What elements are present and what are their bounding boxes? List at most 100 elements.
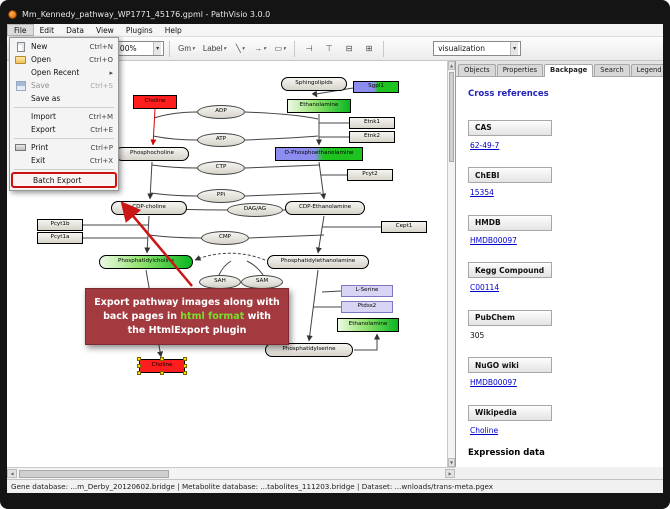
selection-handle[interactable] [183, 364, 187, 368]
pathway-node-sah[interactable]: SAH [199, 275, 241, 289]
pathway-node-etnk2[interactable]: Etnk2 [349, 131, 395, 143]
label-tool[interactable]: Label▾ [200, 40, 229, 58]
canvas-horizontal-scrollbar[interactable]: ◀ ▶ [7, 467, 455, 479]
statusbar-text: Gene database: ...m_Derby_20120602.bridg… [11, 482, 494, 491]
printer-icon [14, 144, 27, 151]
pathway-node-l-serine[interactable]: L-Serine [341, 285, 393, 297]
menubar-item-view[interactable]: View [96, 25, 114, 35]
menu-item-batch-export[interactable]: Batch Export [11, 172, 117, 188]
pathway-node-sphingolipids[interactable]: Sphingolipids [281, 77, 347, 91]
pathway-node-atp[interactable]: ATP [197, 133, 245, 147]
pathway-node-adp[interactable]: ADP [197, 105, 245, 119]
line-tool[interactable]: ╲▾ [231, 40, 249, 58]
menubar-item-edit[interactable]: Edit [39, 25, 55, 35]
canvas-vertical-scrollbar[interactable]: ▲ ▼ [447, 61, 455, 467]
pathway-node-label: Etnk2 [363, 133, 381, 140]
xref-link[interactable]: C00114 [470, 283, 500, 292]
pathway-node-phosphocholine[interactable]: Phosphocholine [115, 147, 189, 161]
pathway-node-cdp-ethanolamine[interactable]: CDP-Ethanolamine [285, 201, 365, 215]
datanode-tool[interactable]: Gm▾ [175, 40, 198, 58]
pathway-node-pcyt1b[interactable]: Pcyt1b [37, 219, 83, 231]
menu-item-label: Open [31, 55, 52, 64]
pathway-node-ppi[interactable]: PPi [197, 189, 245, 203]
pathway-node-choline[interactable]: Choline [133, 95, 177, 109]
visualization-combobox[interactable]: visualization ▾ [433, 41, 522, 56]
zoom-combobox[interactable]: 100% ▾ [110, 41, 165, 56]
tab-legend[interactable]: Legend [630, 64, 663, 76]
menubar-item-help[interactable]: Help [164, 25, 182, 35]
shape-tool[interactable]: ▭▾ [271, 40, 289, 58]
selection-handle[interactable] [137, 364, 141, 368]
selection-handle[interactable] [183, 357, 187, 361]
xref-value: 305 [470, 330, 485, 340]
menubar-item-file[interactable]: File [7, 24, 34, 36]
tab-objects[interactable]: Objects [458, 64, 496, 76]
pathway-node-cept1[interactable]: Cept1 [381, 221, 427, 233]
align-horizontal-button[interactable]: ⊣ [300, 40, 318, 58]
pathway-node-dag-ag[interactable]: DAG/AG [227, 203, 283, 217]
menubar-item-plugins[interactable]: Plugins [125, 25, 153, 35]
menu-item-open-recent[interactable]: Open Recent▸ [11, 66, 117, 79]
selection-handle[interactable] [137, 371, 141, 375]
pathway-node-ethanolamine[interactable]: Ethanolamine [337, 318, 399, 332]
pathway-node-pcyt2[interactable]: Pcyt2 [347, 169, 393, 181]
menubar-item-data[interactable]: Data [66, 25, 85, 35]
menu-separator [14, 138, 114, 139]
pathway-node-phosphatidylethanolamine[interactable]: Phosphatidylethanolamine [267, 255, 369, 269]
xref-title: PubChem [468, 309, 552, 326]
stack-button[interactable]: ⊞ [360, 40, 378, 58]
pathway-node-etnk1[interactable]: Etnk1 [349, 117, 395, 129]
common-size-icon: ⊟ [345, 44, 353, 53]
xref-link[interactable]: 15354 [470, 188, 494, 197]
scroll-up-icon[interactable]: ▲ [448, 61, 455, 70]
pathway-node-cdp-choline[interactable]: CDP-choline [111, 201, 187, 215]
xref-link[interactable]: HMDB00097 [470, 378, 517, 387]
annotation-callout: Export pathway images along with back pa… [85, 288, 289, 346]
selection-handle[interactable] [160, 371, 164, 375]
xref-link[interactable]: HMDB00097 [470, 235, 517, 245]
xref-link[interactable]: Choline [470, 425, 499, 435]
pathway-node-ctp[interactable]: CTP [197, 161, 245, 175]
selection-handle[interactable] [137, 357, 141, 361]
pathway-node-sam[interactable]: SAM [241, 275, 283, 289]
scroll-left-icon[interactable]: ◀ [7, 469, 17, 478]
pathway-node-label: Ethanolamine [299, 102, 339, 109]
pathway-node-label: Cept1 [395, 223, 413, 230]
pathway-node-o-phosphoethanolamine[interactable]: O-Phosphoethanolamine [275, 147, 363, 161]
vertical-scroll-thumb[interactable] [449, 72, 454, 162]
pathway-node-ptdss2[interactable]: Ptdss2 [341, 301, 393, 313]
horizontal-scroll-thumb[interactable] [19, 470, 169, 478]
common-size-button[interactable]: ⊟ [340, 40, 358, 58]
xref-link[interactable]: 62-49-7 [470, 140, 500, 150]
pathway-node-phosphatidylserine[interactable]: Phosphatidylserine [265, 343, 353, 357]
titlebar[interactable]: Mm_Kennedy_pathway_WP1771_45176.gpml - P… [8, 5, 662, 23]
connector-tool[interactable]: →▾ [251, 40, 269, 58]
scroll-right-icon[interactable]: ▶ [445, 469, 455, 478]
menu-item-save-as[interactable]: Save as [11, 92, 117, 105]
pathway-node-pcyt1a[interactable]: Pcyt1a [37, 232, 83, 244]
align-horizontal-icon: ⊣ [305, 44, 313, 53]
tab-properties[interactable]: Properties [496, 64, 544, 76]
selection-handle[interactable] [183, 371, 187, 375]
tab-backpage[interactable]: Backpage [544, 64, 594, 77]
selection-handle[interactable] [160, 357, 164, 361]
pathway-node-cmp[interactable]: CMP [201, 231, 249, 245]
pathway-node-ethanolamine[interactable]: Ethanolamine [287, 99, 351, 113]
pathway-node-phosphatidylcholine[interactable]: Phosphatidylcholine [99, 255, 193, 269]
pathway-node-sgpl1[interactable]: Sgpl1 [353, 81, 399, 93]
pathway-node-choline[interactable]: Choline [137, 357, 187, 375]
align-vertical-button[interactable]: ⊤ [320, 40, 338, 58]
scroll-down-icon[interactable]: ▼ [448, 458, 455, 467]
tab-search[interactable]: Search [594, 64, 630, 76]
visualization-value: visualization [438, 44, 486, 53]
